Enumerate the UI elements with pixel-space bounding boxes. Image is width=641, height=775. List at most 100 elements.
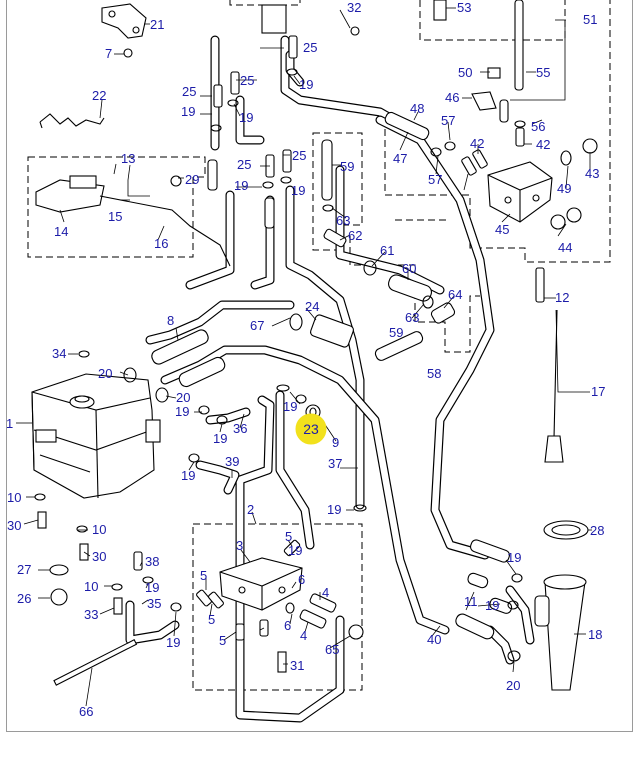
callout-38[interactable]: 38 (145, 554, 159, 569)
callout-4a[interactable]: 4 (322, 585, 329, 600)
callout-32[interactable]: 32 (347, 0, 361, 15)
callout-25b[interactable]: 25 (240, 73, 254, 88)
callout-19l[interactable]: 19 (507, 550, 521, 565)
callout-20b[interactable]: 20 (176, 390, 190, 405)
callout-25a[interactable]: 25 (303, 40, 317, 55)
callout-59a[interactable]: 59 (340, 159, 354, 174)
callout-33[interactable]: 33 (84, 607, 98, 622)
filler-nozzle (534, 309, 589, 691)
callout-19e[interactable]: 19 (291, 183, 305, 198)
callout-6a[interactable]: 6 (298, 572, 305, 587)
callout-66[interactable]: 66 (79, 704, 93, 719)
reservoir-tank (31, 373, 161, 499)
callout-57b[interactable]: 57 (428, 172, 442, 187)
callout-19k[interactable]: 19 (288, 543, 302, 558)
callout-16[interactable]: 16 (154, 236, 168, 251)
callout-46[interactable]: 46 (445, 90, 459, 105)
callout-10c[interactable]: 10 (84, 579, 98, 594)
callout-8[interactable]: 8 (167, 313, 174, 328)
callout-23[interactable]: 23 (303, 421, 319, 437)
callout-9[interactable]: 9 (332, 435, 339, 450)
callout-19j[interactable]: 19 (327, 502, 341, 517)
callout-19g[interactable]: 19 (175, 404, 189, 419)
callout-13[interactable]: 13 (121, 151, 135, 166)
callout-19d[interactable]: 19 (234, 178, 248, 193)
callout-5a[interactable]: 5 (285, 529, 292, 544)
callout-19f[interactable]: 19 (283, 399, 297, 414)
callout-1[interactable]: 1 (6, 416, 13, 431)
callout-5b[interactable]: 5 (200, 568, 207, 583)
callout-65[interactable]: 65 (325, 642, 339, 657)
callout-42a[interactable]: 42 (470, 136, 484, 151)
callout-26[interactable]: 26 (17, 591, 31, 606)
callout-25d[interactable]: 25 (237, 157, 251, 172)
callout-42b[interactable]: 42 (536, 137, 550, 152)
callout-57a[interactable]: 57 (441, 113, 455, 128)
callout-28[interactable]: 28 (590, 523, 604, 538)
callout-60[interactable]: 60 (402, 261, 416, 276)
callout-61[interactable]: 61 (380, 243, 394, 258)
highlight-marker-23[interactable] (295, 413, 327, 445)
callout-6b[interactable]: 6 (284, 618, 291, 633)
callout-14[interactable]: 14 (54, 224, 68, 239)
callout-63a[interactable]: 63 (336, 213, 350, 228)
callout-21[interactable]: 21 (150, 17, 164, 32)
callout-43[interactable]: 43 (585, 166, 599, 181)
callout-19o[interactable]: 19 (166, 635, 180, 650)
callout-10a[interactable]: 10 (7, 490, 21, 505)
callout-67[interactable]: 67 (250, 318, 264, 333)
callout-19a[interactable]: 19 (299, 77, 313, 92)
callout-19n[interactable]: 19 (485, 598, 499, 613)
callout-31[interactable]: 31 (290, 658, 304, 673)
callout-27[interactable]: 27 (17, 562, 31, 577)
callout-35[interactable]: 35 (147, 596, 161, 611)
callout-56[interactable]: 56 (531, 119, 545, 134)
callout-44[interactable]: 44 (558, 240, 572, 255)
callout-53[interactable]: 53 (457, 0, 471, 15)
callout-5c[interactable]: 5 (208, 612, 215, 627)
callout-34[interactable]: 34 (52, 346, 66, 361)
callout-2[interactable]: 2 (247, 502, 254, 517)
callout-50[interactable]: 50 (458, 65, 472, 80)
callout-63b[interactable]: 63 (405, 310, 419, 325)
callout-25c[interactable]: 25 (182, 84, 196, 99)
callout-51[interactable]: 51 (583, 12, 597, 27)
callout-58[interactable]: 58 (427, 366, 441, 381)
callout-7[interactable]: 7 (105, 46, 112, 61)
callout-20c[interactable]: 20 (506, 678, 520, 693)
callout-22[interactable]: 22 (92, 88, 106, 103)
callout-18[interactable]: 18 (588, 627, 602, 642)
callout-49[interactable]: 49 (557, 181, 571, 196)
callout-19h[interactable]: 19 (213, 431, 227, 446)
callout-47[interactable]: 47 (393, 151, 407, 166)
callout-20a[interactable]: 20 (98, 366, 112, 381)
callout-45[interactable]: 45 (495, 222, 509, 237)
callout-36[interactable]: 36 (233, 421, 247, 436)
callout-40[interactable]: 40 (427, 632, 441, 647)
callout-62[interactable]: 62 (348, 228, 362, 243)
callout-5d[interactable]: 5 (219, 633, 226, 648)
callout-30a[interactable]: 30 (7, 518, 21, 533)
callout-15[interactable]: 15 (108, 209, 122, 224)
callout-29[interactable]: 29 (185, 172, 199, 187)
callout-12[interactable]: 12 (555, 290, 569, 305)
callout-25e[interactable]: 25 (292, 148, 306, 163)
callout-11[interactable]: 11 (464, 594, 478, 609)
callout-64[interactable]: 64 (448, 287, 462, 302)
callout-55[interactable]: 55 (536, 65, 550, 80)
callout-19i[interactable]: 19 (181, 468, 195, 483)
callout-4b[interactable]: 4 (300, 628, 307, 643)
callout-24[interactable]: 24 (305, 299, 319, 314)
callout-19b[interactable]: 19 (181, 104, 195, 119)
callout-3[interactable]: 3 (236, 538, 243, 553)
callout-19m[interactable]: 19 (145, 580, 159, 595)
callout-17[interactable]: 17 (591, 384, 605, 399)
callout-30b[interactable]: 30 (92, 549, 106, 564)
callout-48[interactable]: 48 (410, 101, 424, 116)
callout-10b[interactable]: 10 (92, 522, 106, 537)
callout-19c[interactable]: 19 (239, 110, 253, 125)
callout-59b[interactable]: 59 (389, 325, 403, 340)
callout-37[interactable]: 37 (328, 456, 342, 471)
callout-39[interactable]: 39 (225, 454, 239, 469)
